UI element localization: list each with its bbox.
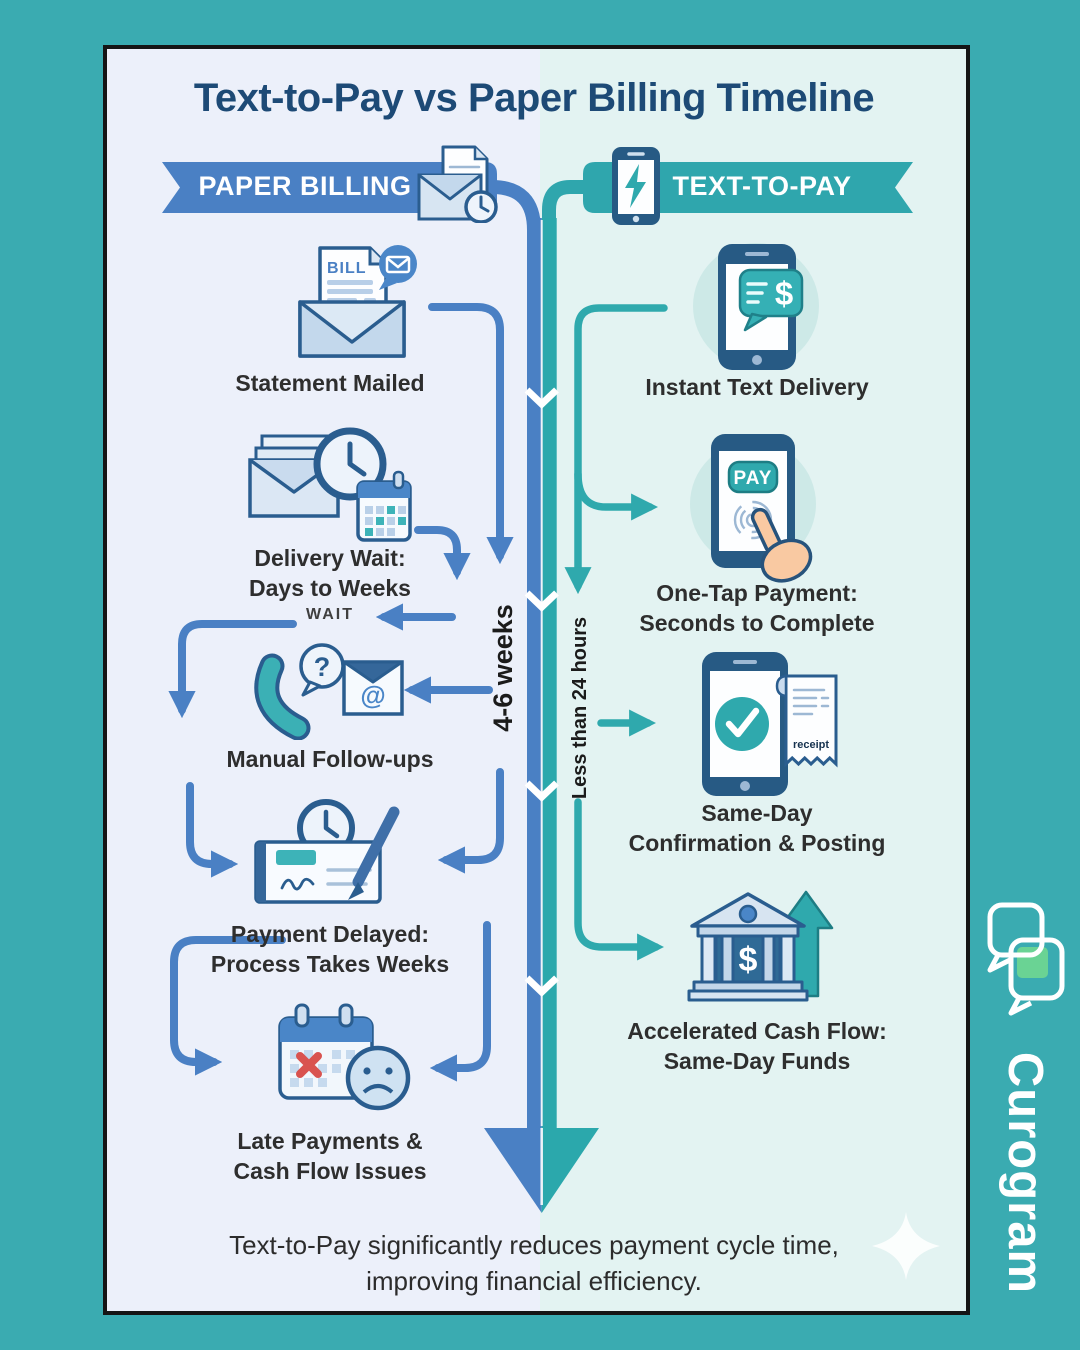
step-line: Same-Day	[701, 800, 813, 826]
footer-line-2: improving financial efficiency.	[366, 1266, 702, 1296]
phone-bolt-icon	[612, 147, 660, 225]
brand-green-square	[1017, 947, 1048, 978]
mail-clock-icon	[417, 145, 498, 223]
accelerated-cash-flow-icon: $	[687, 890, 834, 1002]
wait-label: WAIT	[306, 606, 354, 623]
payment-delayed-icon	[254, 799, 400, 904]
paper-billing-banner-label: PAPER BILLING	[198, 171, 412, 201]
receipt-text: receipt	[793, 739, 829, 751]
manual-followups-icon: ? @	[254, 643, 404, 740]
page-title: Text-to-Pay vs Paper Billing Timeline	[193, 76, 875, 120]
step-line: Process Takes Weeks	[210, 951, 450, 977]
textpay-duration-label: Less than 24 hours	[569, 616, 591, 800]
one-tap-payment-icon: PAY	[690, 434, 816, 583]
step-line: Delivery Wait:	[254, 545, 406, 571]
red-x	[296, 1052, 322, 1078]
tapping-hand	[750, 507, 813, 583]
pen	[348, 806, 400, 900]
step-line: Manual Follow-ups	[226, 746, 434, 772]
instant-text-icon: $	[693, 243, 819, 370]
dollar-text: $	[775, 275, 793, 312]
step-line: Days to Weeks	[249, 575, 411, 601]
email-envelope: @	[342, 660, 404, 716]
step-line: Late Payments &	[237, 1128, 423, 1154]
step-line: Payment Delayed:	[230, 921, 430, 947]
step-line: Confirmation & Posting	[628, 830, 886, 856]
at-sign-text: @	[360, 680, 385, 710]
step-line: Cash Flow Issues	[233, 1158, 427, 1184]
textpay-banner-label: TEXT-TO-PAY	[672, 171, 852, 201]
dollar-chat-bubble: $	[738, 268, 804, 332]
step-payment-delayed: Payment Delayed: Process Takes Weeks	[165, 919, 495, 979]
bank-dollar-text: $	[739, 941, 758, 979]
bank-building	[687, 892, 809, 1002]
question-text: ?	[314, 652, 331, 682]
step-one-tap-payment: One-Tap Payment: Seconds to Complete	[592, 578, 922, 638]
pay-button: PAY	[727, 460, 779, 494]
question-bubble: ?	[299, 643, 345, 697]
step-accelerated-cash-flow: Accelerated Cash Flow: Same-Day Funds	[592, 1016, 922, 1076]
step-line: Instant Text Delivery	[645, 374, 869, 400]
pay-text: PAY	[734, 468, 773, 489]
step-late-payments: Late Payments & Cash Flow Issues	[165, 1126, 495, 1186]
step-instant-text: Instant Text Delivery	[592, 372, 922, 402]
paper-duration-label: 4-6 weeks	[488, 604, 518, 732]
same-day-confirmation-icon: receipt	[702, 652, 838, 796]
step-line: Same-Day Funds	[663, 1048, 851, 1074]
step-statement-mailed: Statement Mailed	[165, 368, 495, 398]
sad-face	[345, 1045, 411, 1111]
footer-line-1: Text-to-Pay significantly reduces paymen…	[229, 1230, 839, 1260]
receipt: receipt	[775, 674, 838, 768]
step-line: Accelerated Cash Flow:	[627, 1018, 887, 1044]
step-line: Statement Mailed	[235, 370, 425, 396]
check-circle	[715, 697, 769, 751]
curogram-chat-logo-icon	[987, 902, 1065, 1016]
step-line: One-Tap Payment:	[656, 580, 858, 606]
statement-mailed-icon: BILL	[298, 245, 417, 358]
brand-name: Curogram	[998, 1051, 1052, 1295]
step-manual-followups: Manual Follow-ups	[165, 744, 495, 774]
late-payments-icon	[278, 1003, 411, 1111]
step-line: Seconds to Complete	[639, 610, 875, 636]
mail-notification-bubble	[379, 245, 417, 290]
step-same-day-confirmation: Same-Day Confirmation & Posting	[592, 798, 922, 858]
step-delivery-wait: Delivery Wait: Days to Weeks	[165, 543, 495, 603]
delivery-wait-icon	[248, 427, 412, 542]
bill-text: BILL	[327, 260, 367, 277]
calendar	[356, 470, 412, 542]
